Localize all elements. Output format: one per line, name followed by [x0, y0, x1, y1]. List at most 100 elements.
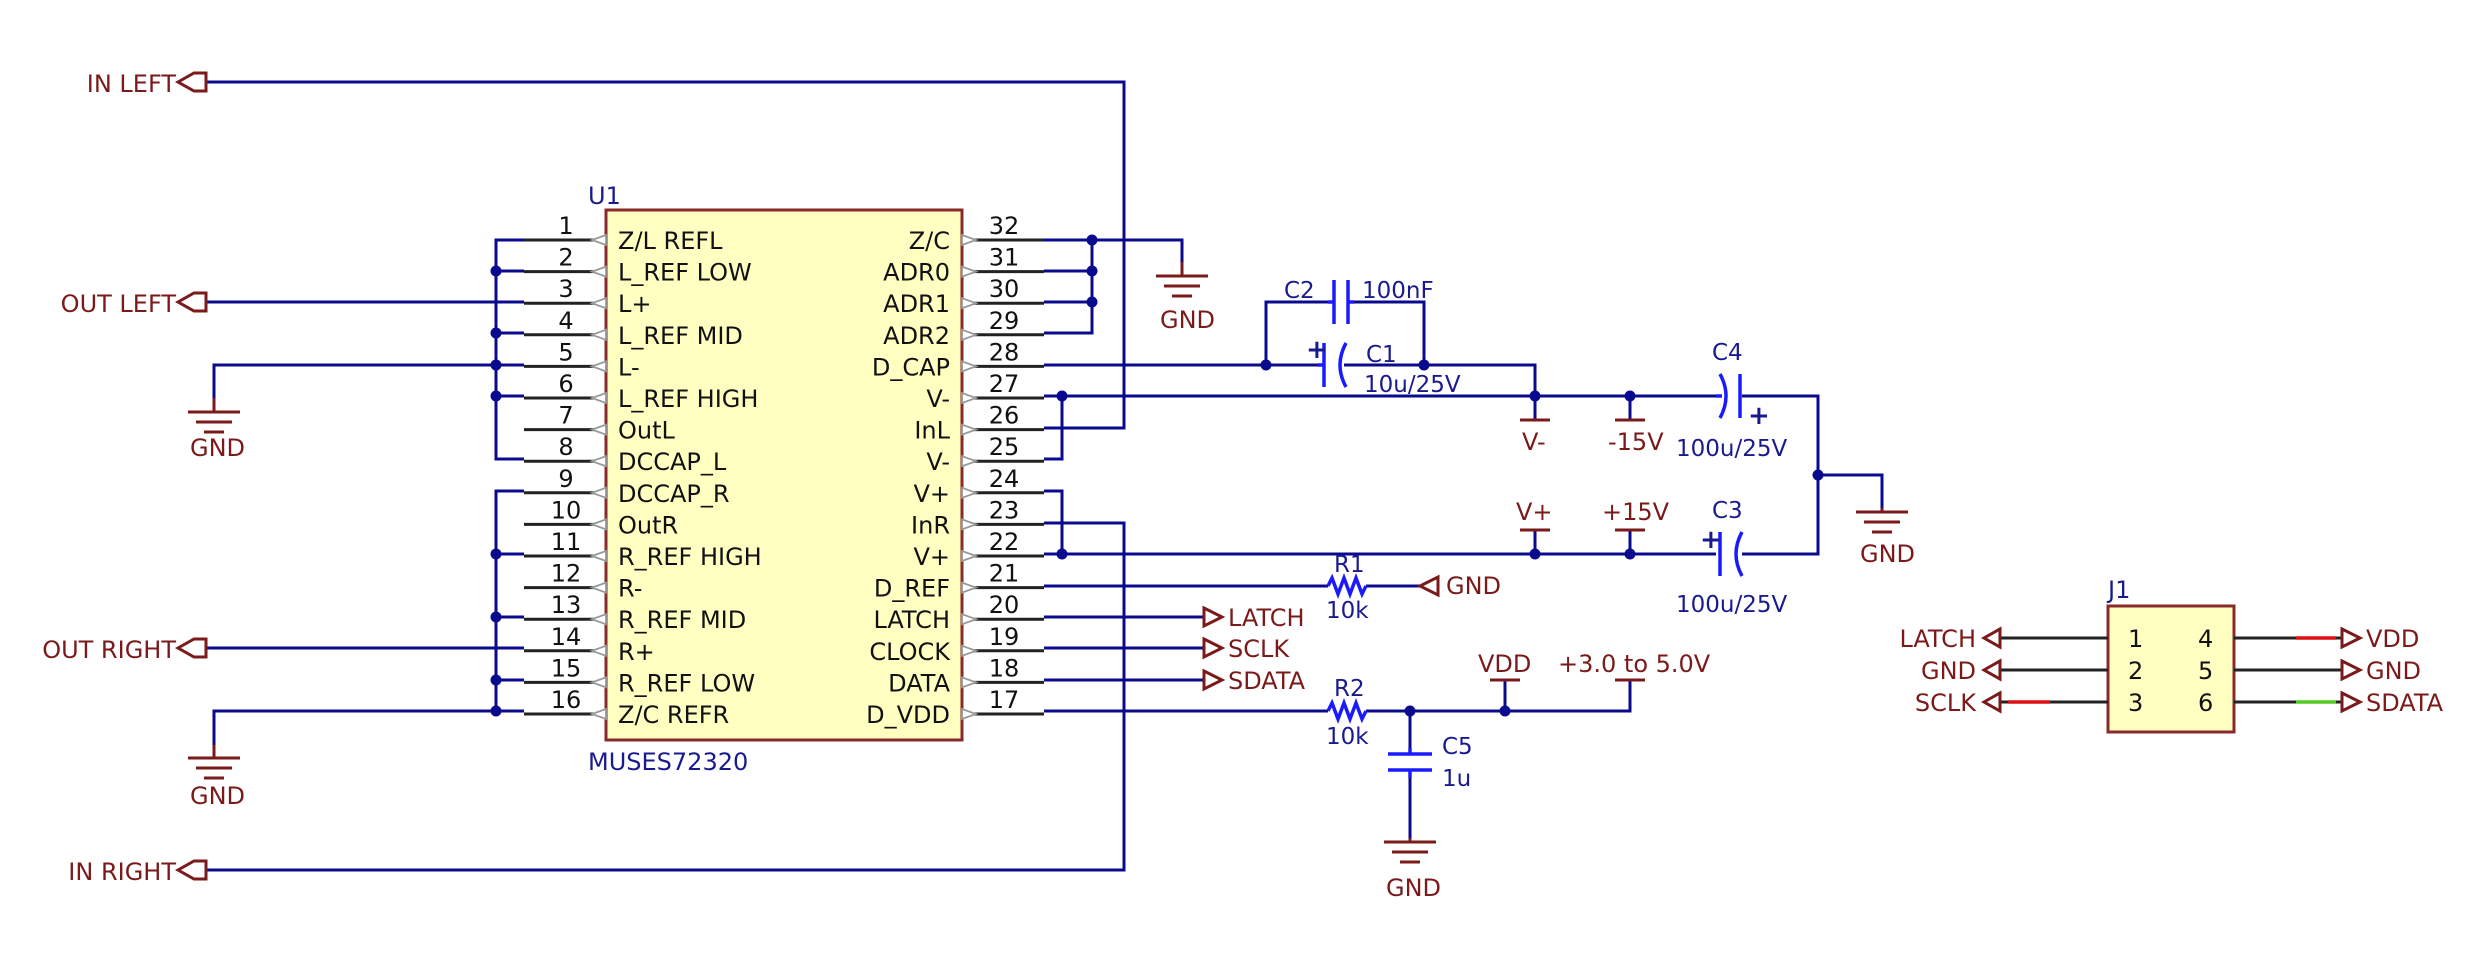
junction [1056, 548, 1068, 560]
r2-value: 10k [1326, 724, 1369, 750]
u1-pin-name: D_REF [874, 575, 950, 603]
u1-pin-arrow [589, 644, 607, 658]
u1-pin-arrow [961, 265, 979, 278]
u1-pin-arrow [961, 518, 979, 531]
u1-pin-number: 28 [989, 338, 1020, 366]
u1-pin-arrow [961, 296, 979, 310]
junction [1418, 359, 1430, 371]
u1-pin-arrow [589, 265, 607, 278]
gnd-label: GND [1386, 874, 1441, 902]
u1-pin-arrow [961, 549, 979, 563]
j1-net-label: SCLK [1915, 689, 1977, 717]
j1-net-label: VDD [2366, 625, 2419, 653]
wire-pin5-gnd [212, 363, 524, 398]
junction [1086, 265, 1098, 277]
u1-pin-name: D_VDD [866, 701, 950, 729]
u1-pin-arrow [961, 676, 979, 689]
r1-ref: R1 [1334, 552, 1365, 578]
port-out-right: OUT RIGHT [42, 636, 208, 664]
j1-pin-number: 3 [2128, 689, 2143, 717]
r2-ref: R2 [1334, 676, 1365, 702]
j1-net-label: LATCH [1899, 625, 1976, 653]
u1-pin-name: CLOCK [869, 638, 951, 666]
u1-pin-name: DATA [888, 669, 950, 697]
u1-pin-name: Z/C REFR [618, 701, 729, 729]
vplus-label: V+ [1516, 498, 1553, 526]
c1-polarity: + [1306, 335, 1328, 365]
u1-pin-arrow [961, 581, 979, 594]
gnd-label: GND [190, 434, 245, 462]
port-latch-label: LATCH [1228, 604, 1305, 632]
u1-pin-name: LATCH [873, 606, 950, 634]
u1-pin-number: 4 [558, 307, 573, 335]
u1-pin-name: R- [618, 575, 642, 603]
gnd-label: GND [190, 782, 245, 810]
u1-pin-arrow [589, 360, 607, 373]
u1-pin-name: ADR1 [883, 290, 950, 318]
c1-ref: C1 [1366, 342, 1397, 368]
gnd-label: GND [1446, 572, 1501, 600]
c3-capacitor: + C3 100u/25V [1676, 498, 1787, 618]
c5-value: 1u [1442, 766, 1471, 792]
vplus-flag: V+ [1516, 498, 1553, 532]
wire-c2-left [1264, 300, 1328, 365]
u1-pin-arrow [961, 612, 979, 626]
gnd-label: GND [1860, 540, 1915, 568]
junction [490, 705, 502, 717]
junction [1260, 359, 1272, 371]
j1-pin-number: 4 [2198, 625, 2213, 653]
u1-pin-arrow [589, 391, 607, 405]
wire-pin24 [1044, 489, 1064, 554]
c5-ref: C5 [1442, 734, 1473, 760]
u1-pin-name: InR [911, 511, 950, 539]
vminus-flag: V- [1520, 418, 1550, 456]
u1-pin-number: 16 [551, 686, 582, 714]
port-sclk-label: SCLK [1228, 635, 1290, 663]
u1-pin-name: OutR [618, 511, 678, 539]
u1-pin-name: R_REF LOW [618, 669, 755, 697]
c3-value: 100u/25V [1676, 592, 1787, 618]
u1-pin-number: 19 [989, 623, 1020, 651]
j1-pin-number: 2 [2128, 657, 2143, 685]
u1-pin-name: L+ [618, 290, 651, 318]
junction [490, 359, 502, 371]
u1-pin-name: ADR2 [883, 322, 950, 350]
wire-left-upper-bus [494, 238, 524, 461]
port-sdata-label: SDATA [1228, 667, 1306, 695]
wire-gnd-node [1818, 473, 1884, 508]
u1-pin-number: 29 [989, 307, 1020, 335]
u1-pin-arrow [961, 486, 979, 500]
r1-resistor: R1 10k [1326, 552, 1369, 624]
vdd-range-label: +3.0 to 5.0V [1558, 650, 1711, 678]
junction [490, 265, 502, 277]
vdd-flag: VDD [1478, 650, 1531, 682]
vdd-range-flag: +3.0 to 5.0V [1558, 650, 1711, 682]
vminus-label: V- [1522, 428, 1546, 456]
c4-ref: C4 [1712, 340, 1743, 366]
u1-pin-arrow [961, 391, 979, 405]
u1-pin-number: 12 [551, 560, 582, 588]
port-out-right-label: OUT RIGHT [42, 636, 176, 664]
gnd-symbol-pin16: GND [188, 745, 245, 810]
j1-body [2106, 604, 2236, 734]
u1-pin-number: 2 [558, 244, 573, 272]
gnd-port-r1: GND [1416, 572, 1501, 600]
u1-pin-arrow [961, 328, 979, 342]
u1-pin-arrow [589, 676, 607, 689]
u1-pin-name: D_CAP [872, 353, 950, 381]
u1-pin-arrow [589, 518, 607, 531]
wire-pin16-gnd [212, 709, 496, 745]
wire-adr-bus [1044, 240, 1094, 335]
port-out-left: OUT LEFT [61, 290, 208, 318]
c4-capacitor: + C4 100u/25V [1676, 340, 1787, 462]
u1-pin-number: 24 [989, 465, 1020, 493]
u1-pin-name: R+ [618, 638, 655, 666]
u1-pin-arrow [589, 454, 607, 468]
port-in-right-label: IN RIGHT [68, 858, 176, 886]
u1-pin-number: 10 [551, 496, 582, 524]
u1-pin-number: 27 [989, 370, 1020, 398]
u1-pin-name: V- [926, 448, 950, 476]
junction [1086, 234, 1098, 246]
u1-pin-arrow [961, 644, 979, 658]
r1-value: 10k [1326, 598, 1369, 624]
